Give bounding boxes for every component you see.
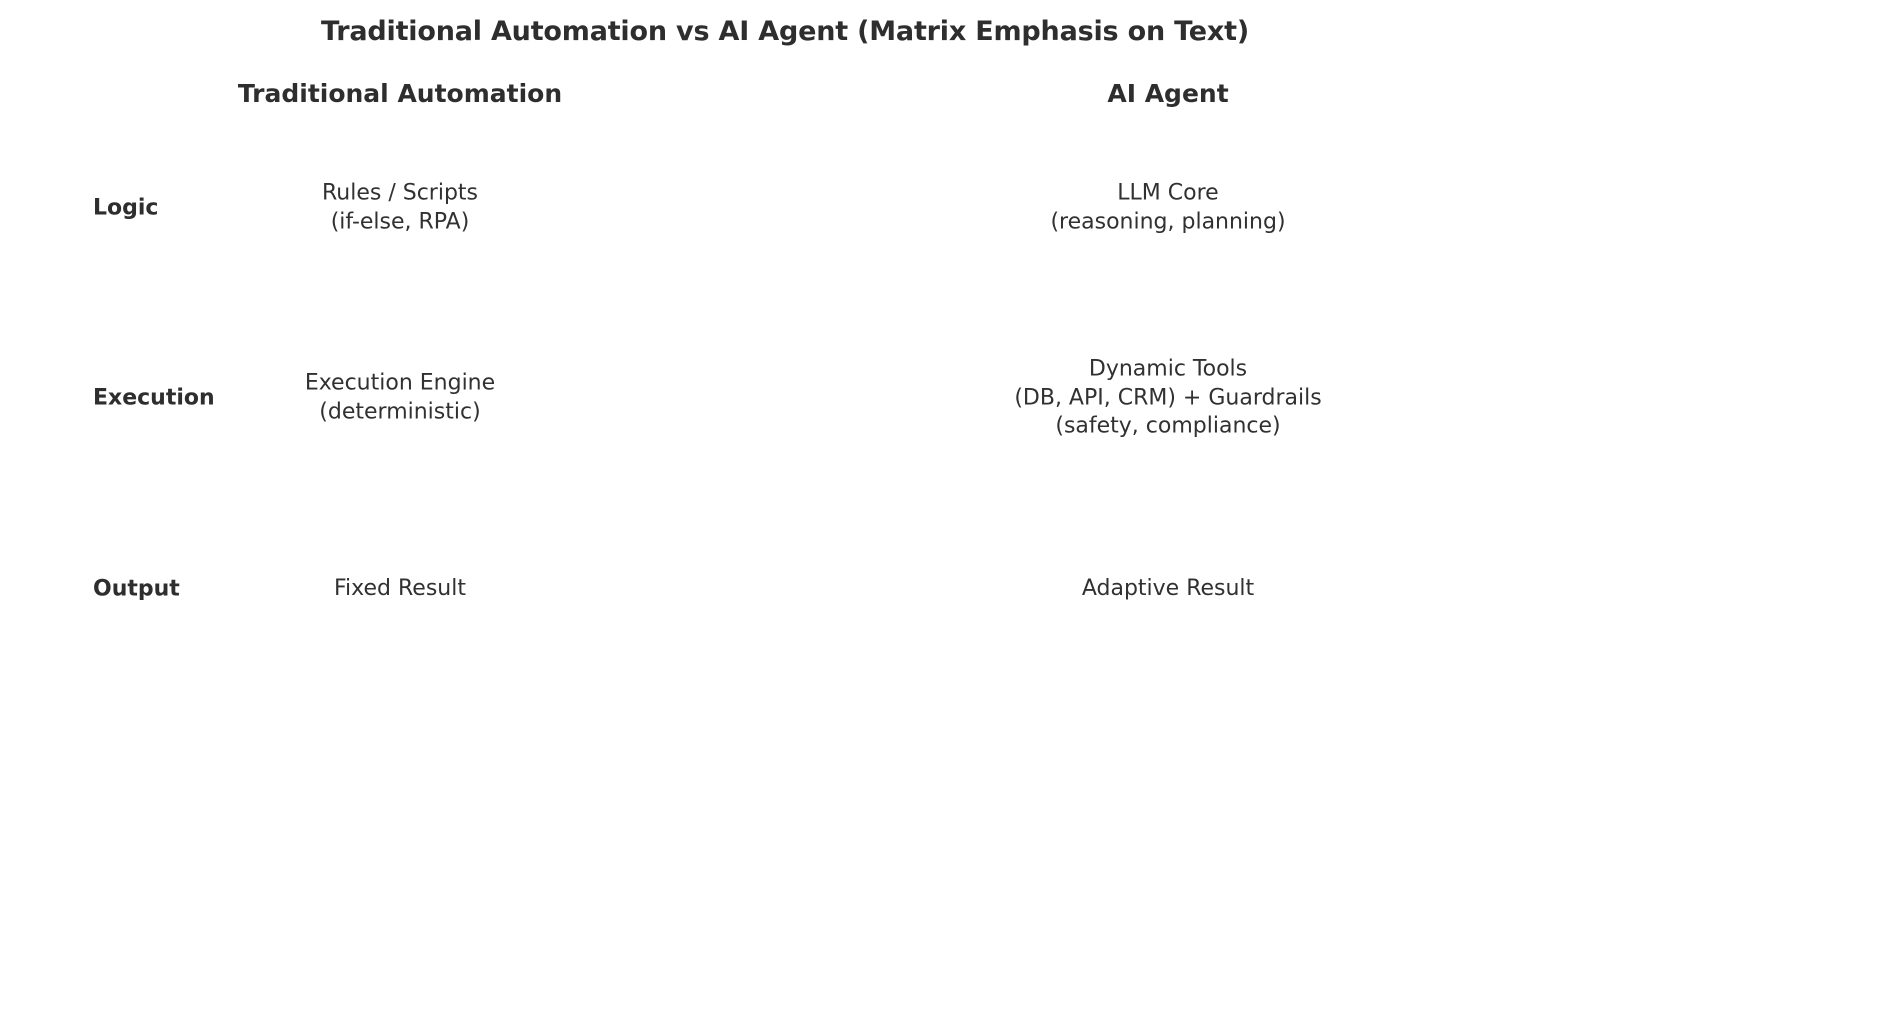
row-label-output: Output — [93, 576, 180, 602]
row-label-execution: Execution — [93, 385, 215, 411]
cell-logic-ai-agent: LLM Core (reasoning, planning) — [1050, 180, 1286, 235]
cell-logic-traditional-automation: Rules / Scripts (if-else, RPA) — [321, 180, 479, 235]
cell-execution-ai-agent: Dynamic Tools (DB, API, CRM) + Guardrail… — [1014, 356, 1322, 439]
cell-output-ai-agent: Adaptive Result — [1081, 575, 1255, 601]
column-header-ai-agent: AI Agent — [1107, 79, 1229, 108]
column-header-traditional-automation: Traditional Automation — [237, 79, 563, 108]
cell-output-traditional-automation: Fixed Result — [334, 575, 466, 601]
cell-execution-traditional-automation: Execution Engine (deterministic) — [304, 370, 496, 425]
row-label-logic: Logic — [93, 195, 159, 221]
page-title: Traditional Automation vs AI Agent (Matr… — [321, 16, 1249, 47]
